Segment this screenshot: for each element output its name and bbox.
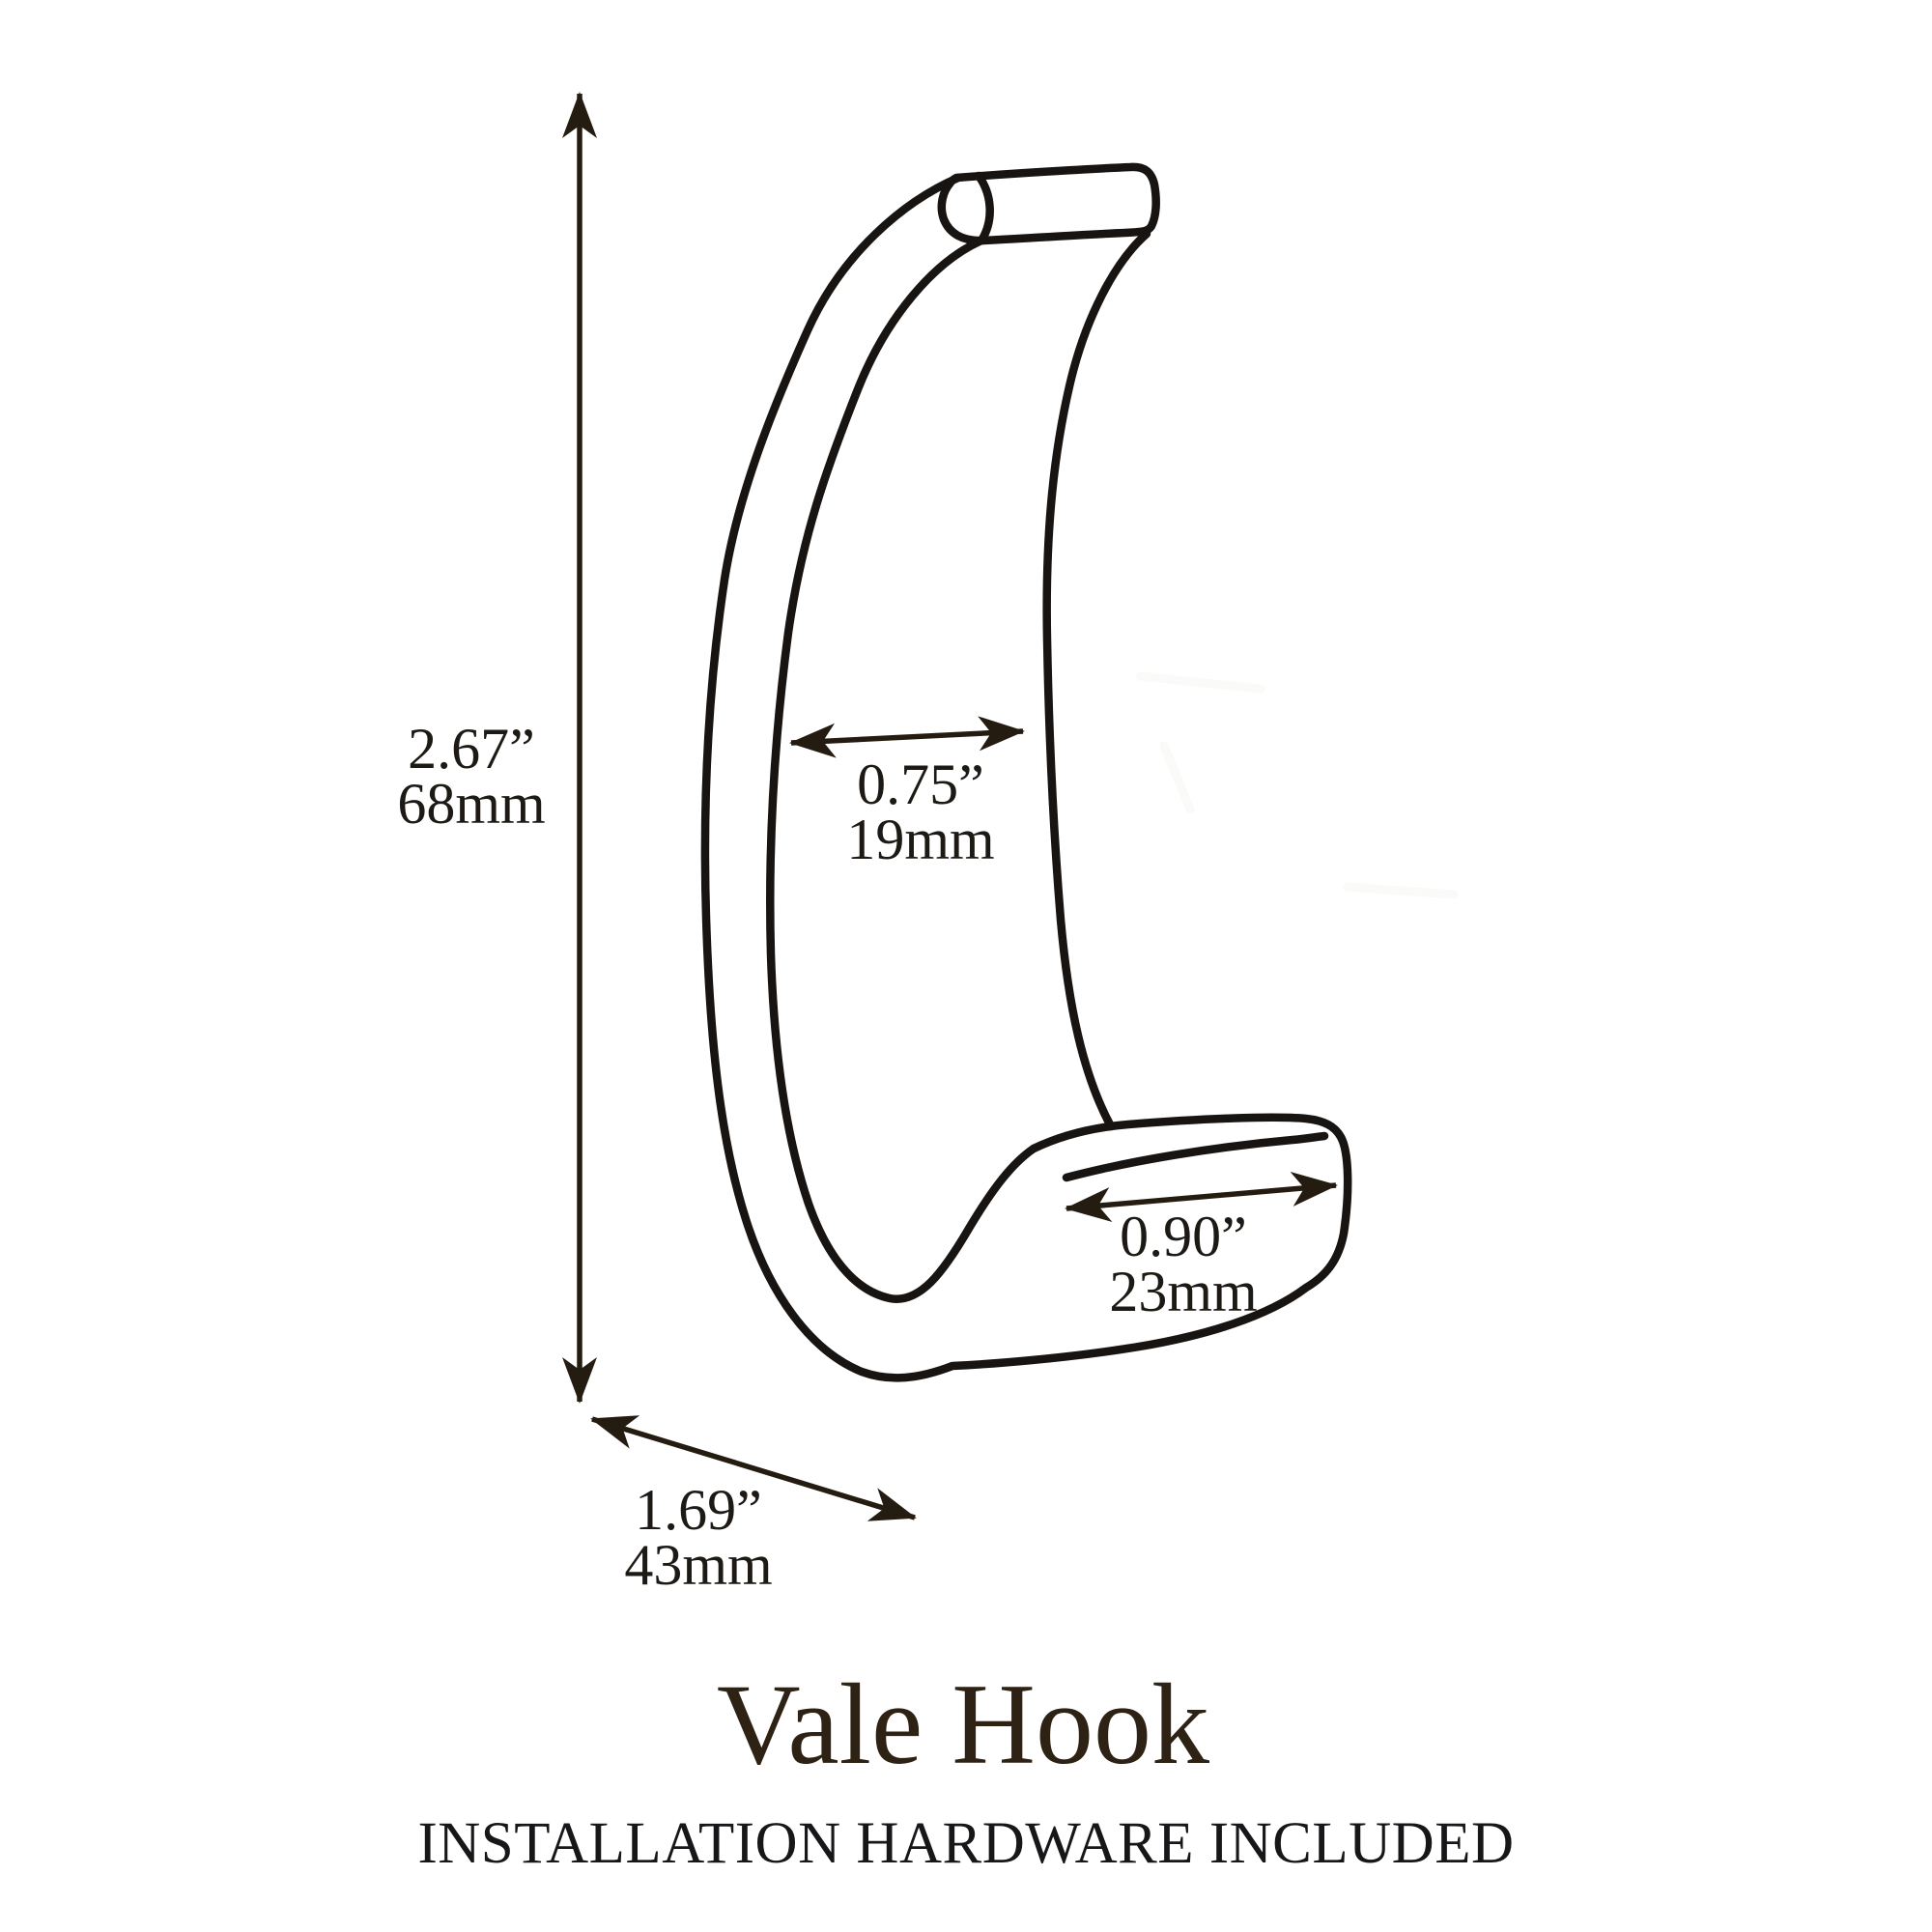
hook-inner-edge <box>766 236 1038 1303</box>
hook-front-edge <box>1042 229 1151 1131</box>
opening-inches: 0.75” <box>857 753 984 816</box>
background-streak <box>1135 671 1265 694</box>
background-streak <box>1343 882 1459 899</box>
seat-face-edge <box>1062 1131 1329 1182</box>
height-dimension-label: 2.67” 68mm <box>397 717 546 836</box>
seat-dimension-label: 0.90” 23mm <box>1109 1205 1258 1323</box>
depth-dimension-label: 1.69” 43mm <box>624 1478 773 1597</box>
opening-dimension-label: 0.75” 19mm <box>846 753 995 871</box>
depth-metric: 43mm <box>624 1533 773 1597</box>
hook-outer-edge <box>700 173 1352 1382</box>
mount-plate <box>937 162 1160 245</box>
dimension-line-seat <box>1065 1172 1338 1222</box>
product-subtitle: INSTALLATION HARDWARE INCLUDED <box>417 1811 1515 1876</box>
height-inches: 2.67” <box>408 717 535 781</box>
height-metric: 68mm <box>397 772 546 836</box>
background-streak <box>1159 741 1195 814</box>
product-title: Vale Hook <box>717 1660 1209 1788</box>
seat-inches: 0.90” <box>1120 1205 1247 1268</box>
depth-inches: 1.69” <box>635 1478 762 1542</box>
seat-metric: 23mm <box>1109 1260 1258 1323</box>
mount-plate-seam <box>974 171 994 245</box>
dimension-line-opening <box>789 716 1025 758</box>
dimension-line-depth <box>590 1415 917 1521</box>
opening-metric: 19mm <box>846 808 995 871</box>
